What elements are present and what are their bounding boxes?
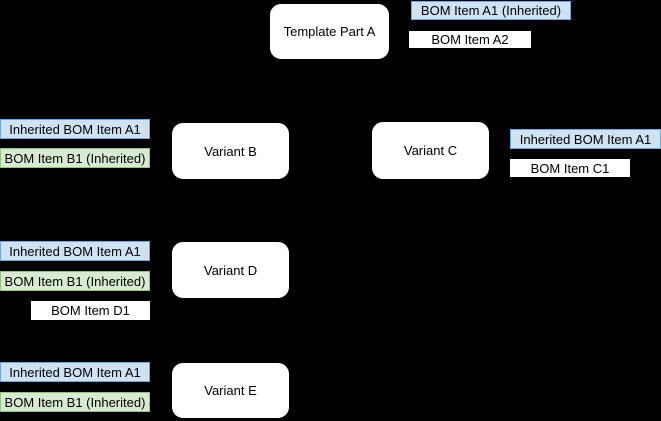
bom-chip-variant-b-b1-inherited: BOM Item B1 (Inherited): [0, 148, 150, 168]
bom-chip-d1: BOM Item D1: [31, 301, 150, 320]
bom-chip-a2: BOM Item A2: [409, 31, 531, 48]
bom-chip-variant-e-b1-inherited: BOM Item B1 (Inherited): [0, 392, 150, 412]
bom-chip-variant-d-b1-inherited: BOM Item B1 (Inherited): [0, 271, 150, 291]
bom-chip-variant-e-inherited-a1: Inherited BOM Item A1: [0, 362, 150, 382]
bom-chip-variant-b-inherited-a1: Inherited BOM Item A1: [0, 119, 150, 139]
bom-chip-variant-d-inherited-a1: Inherited BOM Item A1: [0, 241, 150, 261]
node-variant-c: Variant C: [371, 121, 490, 180]
node-variant-d: Variant D: [171, 241, 290, 299]
node-template-part-a: Template Part A: [269, 3, 390, 60]
bom-chip-c1: BOM Item C1: [510, 159, 630, 177]
bom-chip-variant-c-inherited-a1: Inherited BOM Item A1: [510, 129, 661, 149]
bom-chip-a1-inherited: BOM Item A1 (Inherited): [411, 1, 571, 20]
node-variant-e: Variant E: [171, 362, 290, 419]
node-variant-b: Variant B: [171, 122, 290, 180]
